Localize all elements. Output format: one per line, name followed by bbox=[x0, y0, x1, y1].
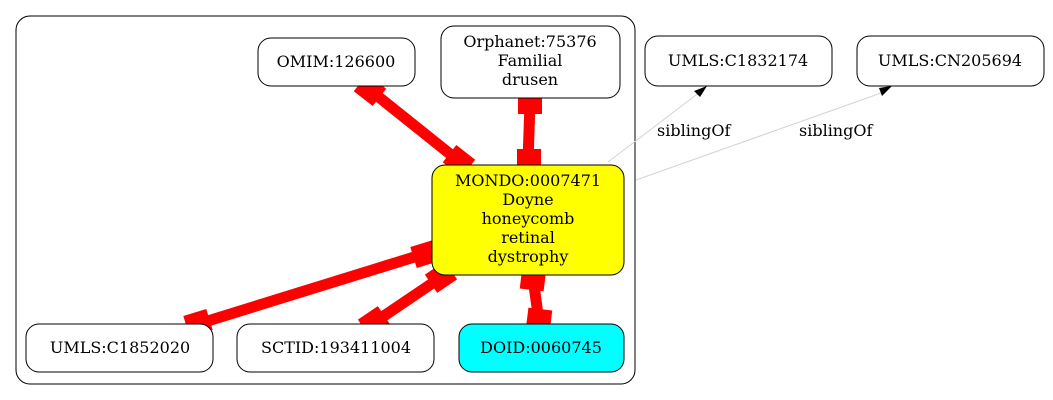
arrowhead-icon bbox=[879, 86, 892, 96]
sibling-edge-2-label: siblingOf bbox=[799, 121, 873, 140]
arrowhead-icon bbox=[694, 86, 707, 97]
edge-mondo-umls3 bbox=[183, 239, 440, 338]
node-sctid-label: SCTID:193411004 bbox=[261, 338, 411, 357]
sibling-edge-1: siblingOf bbox=[607, 86, 731, 163]
cluster-box bbox=[15, 15, 636, 385]
node-orphanet-label-line3: drusen bbox=[502, 70, 558, 89]
node-umls-c1832174-label: UMLS:C1832174 bbox=[668, 51, 808, 70]
node-umls-c1852020-label: UMLS:C1852020 bbox=[50, 338, 190, 357]
node-umls-cn205694[interactable]: UMLS:CN205694 bbox=[856, 35, 1045, 87]
node-mondo-label-line1: MONDO:0007471 bbox=[455, 171, 601, 190]
node-mondo-label-line5: dystrophy bbox=[488, 247, 569, 266]
node-umls-cn205694-label: UMLS:CN205694 bbox=[878, 51, 1022, 70]
node-doid-label: DOID:0060745 bbox=[480, 338, 602, 357]
node-orphanet-label-line2: Familial bbox=[498, 51, 563, 70]
node-mondo-label-line3: honeycomb bbox=[482, 209, 575, 228]
node-orphanet-label-line1: Orphanet:75376 bbox=[463, 32, 596, 51]
node-umls-c1832174[interactable]: UMLS:C1832174 bbox=[644, 35, 833, 87]
node-orphanet[interactable]: Orphanet:75376 Familial drusen bbox=[440, 25, 621, 99]
node-omim-label: OMIM:126600 bbox=[277, 52, 396, 71]
edge-orphanet-mondo bbox=[517, 92, 542, 171]
node-doid[interactable]: DOID:0060745 bbox=[458, 323, 625, 373]
node-mondo-label-line2: Doyne bbox=[502, 190, 553, 209]
node-mondo[interactable]: MONDO:0007471 Doyne honeycomb retinal dy… bbox=[431, 164, 625, 276]
sibling-edge-1-label: siblingOf bbox=[657, 121, 731, 140]
node-umls-c1852020[interactable]: UMLS:C1852020 bbox=[25, 323, 214, 373]
node-mondo-label-line4: retinal bbox=[501, 228, 555, 247]
node-omim[interactable]: OMIM:126600 bbox=[257, 37, 416, 87]
sibling-edge-2: siblingOf bbox=[635, 86, 892, 181]
edge-mondo-doid bbox=[519, 266, 553, 333]
node-sctid[interactable]: SCTID:193411004 bbox=[236, 323, 435, 373]
